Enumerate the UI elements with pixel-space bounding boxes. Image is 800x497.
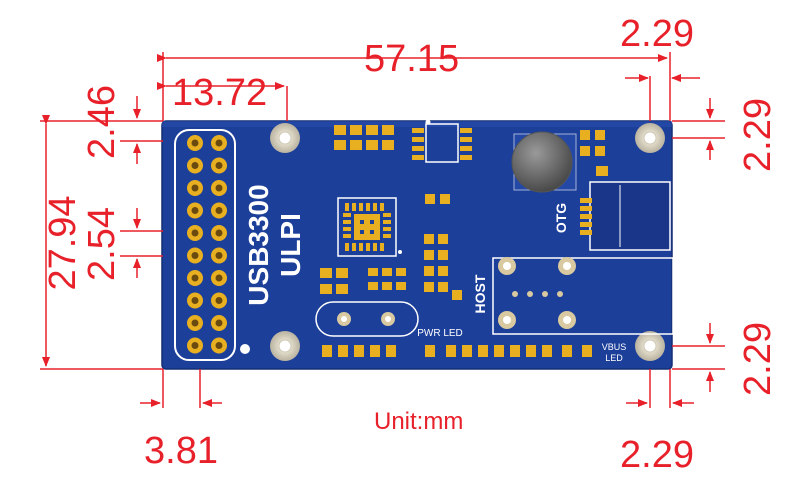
- header-pin-hole: [215, 207, 223, 214]
- smd-pads-right: [580, 130, 608, 176]
- host-connector: [492, 257, 674, 335]
- pin1-marker: [240, 344, 250, 354]
- header-pin-hole: [191, 342, 199, 349]
- header-pin-hole: [191, 229, 199, 237]
- header-pin-hole: [191, 297, 199, 304]
- smd-pads-middle: [320, 194, 462, 300]
- dim-top-right-horizontal: 2.29: [620, 13, 694, 55]
- buzzer: [511, 131, 577, 193]
- dimension-lines: [40, 52, 725, 408]
- dim-header-pitch: 2.54: [81, 207, 123, 281]
- header-pin-hole: [191, 184, 199, 192]
- header-pin-hole: [215, 342, 223, 349]
- header-pin-hole: [215, 297, 223, 304]
- dim-hole-offset-top-left: 13.72: [172, 72, 268, 114]
- pwr-led-label: PWR LED: [417, 328, 463, 339]
- header-pin-hole: [191, 162, 199, 169]
- dim-right-top-vertical: 2.29: [737, 98, 779, 172]
- crystal-oscillator: [315, 301, 419, 337]
- smd-pads-top: [334, 125, 394, 150]
- usb3300-chip: [337, 197, 402, 257]
- header-pin-hole: [215, 229, 223, 237]
- header-pin-hole: [215, 184, 223, 192]
- header-pin-hole: [191, 252, 199, 259]
- pin-header: [174, 129, 236, 361]
- dim-overall-width: 57.15: [364, 38, 460, 80]
- dim-bottom-right-horizontal: 2.29: [620, 434, 694, 476]
- vbus-led-label-line2: LED: [605, 353, 623, 363]
- dim-bottom-left-horizontal: 3.81: [144, 430, 218, 472]
- soic-chip: [412, 119, 472, 163]
- header-pin-hole: [191, 207, 199, 214]
- host-label: HOST: [472, 274, 488, 313]
- header-pin-hole: [191, 274, 199, 282]
- vbus-led-label-line1: VBUS: [602, 342, 627, 352]
- otg-label: OTG: [553, 203, 569, 233]
- dim-right-bottom-vertical: 2.29: [737, 322, 779, 396]
- header-pin-hole: [215, 274, 223, 282]
- header-pin-hole: [215, 319, 223, 327]
- smd-pads-bottom: [322, 345, 592, 357]
- board-subtitle: ULPI: [275, 213, 306, 277]
- dim-overall-height: 27.94: [42, 195, 84, 291]
- otg-connector: [580, 181, 671, 251]
- header-pin-hole: [215, 162, 223, 169]
- header-pin-hole: [215, 139, 223, 147]
- mounting-holes: [270, 123, 665, 361]
- header-pin-hole: [215, 252, 223, 259]
- header-pin-hole: [191, 319, 199, 327]
- dim-left-top-vertical: 2.46: [81, 85, 123, 159]
- header-pin-hole: [191, 139, 199, 147]
- unit-label: Unit:mm: [374, 408, 464, 435]
- board-name: USB3300: [243, 184, 274, 305]
